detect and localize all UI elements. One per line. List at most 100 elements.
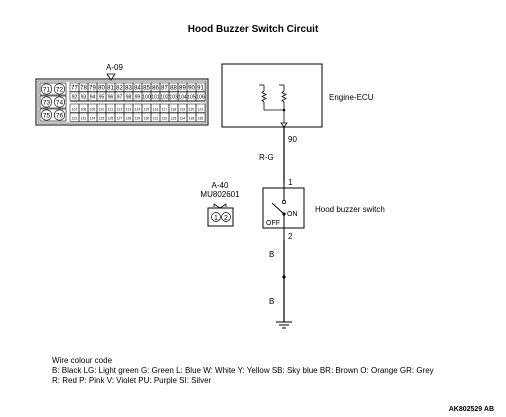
connector-a09-pin-label: 110 [99, 108, 105, 112]
connector-a09-pin-label: 90 [188, 86, 195, 92]
connector-a09-pin-label: 135 [189, 117, 195, 121]
connector-a09-pin-label: 128 [126, 117, 132, 121]
connector-a09-side-pin-label: 71 [43, 86, 51, 93]
connector-a40-part-number: MU802601 [200, 190, 240, 199]
connector-a09-housing [35, 78, 209, 126]
connector-a09-pin-label: 125 [99, 117, 105, 121]
switch-on-label: ON [287, 211, 298, 218]
connector-a09-pin-label: 98 [126, 95, 132, 101]
switch-blade [271, 202, 285, 215]
connector-a09-pin-label: 99 [135, 95, 141, 101]
connector-a09-pin-label: 83 [125, 86, 132, 92]
connector-a09-pin-label: 114 [135, 108, 141, 112]
connector-a09-side-block [39, 95, 67, 109]
wire-colour-legend-line-1: B: Black LG: Light green G: Green L: Blu… [52, 366, 434, 375]
engine-ecu: Engine-ECU 90 [221, 63, 374, 144]
connector-a09-pin-label: 100 [142, 95, 151, 101]
wire-b-label-1: B [269, 250, 274, 259]
connector-a09-pin-label: 82 [116, 86, 123, 92]
connector-a09-side-pin [53, 96, 65, 108]
connector-a09-pin-label: 133 [171, 117, 177, 121]
connector-a09-pin-cell [195, 82, 206, 92]
connector-a09-pin-label: 124 [90, 117, 96, 121]
connector-a09-pin-label: 121 [198, 108, 204, 112]
figure-code: AK802529 AB [449, 406, 494, 413]
ground-icon [276, 321, 292, 329]
connector-a09-side-pin-label: 76 [56, 112, 64, 119]
switch-contact-top [281, 199, 286, 204]
connector-a09-pin-label: 93 [81, 95, 87, 101]
connector-a09-pin-label: 105 [187, 95, 196, 101]
connector-a09-pin-label: 87 [161, 86, 168, 92]
connector-a09-pin-label: 130 [144, 117, 150, 121]
connector-a09-pin-label: 79 [89, 86, 96, 92]
connector-a09-side-pin-label: 74 [56, 99, 64, 106]
connector-a09-pin-label: 120 [189, 108, 195, 112]
connector-a09-pin-label: 136 [198, 117, 204, 121]
connector-a09-side-block [39, 82, 67, 96]
engine-ecu-label: Engine-ECU [329, 93, 374, 102]
connector-a09-pin-label: 118 [171, 108, 177, 112]
ecu-internal-circuit [259, 84, 287, 123]
engine-ecu-box [221, 63, 323, 128]
connector-a09-pin-label: 94 [90, 95, 96, 101]
connector-a09-side-pin-label: 72 [56, 86, 64, 93]
connector-a09-pin-label: 85 [143, 86, 150, 92]
connector-a09-label: A-09 [106, 63, 123, 72]
hood-buzzer-switch: 1 ON OFF 2 Hood buzzer switch [262, 178, 385, 241]
switch-pin-top: 1 [288, 178, 293, 187]
connector-a09-pin-label: 119 [180, 108, 186, 112]
connector-a40-housing [207, 207, 234, 227]
connector-a09-pin-label: 103 [169, 95, 178, 101]
wire-r-g-label: R-G [259, 153, 274, 162]
connector-a09-pin-label: 126 [108, 117, 114, 121]
connector-a40-pin-1 [211, 212, 221, 222]
connector-a09-pin-label: 129 [135, 117, 141, 121]
connector-a09-pin-label: 104 [178, 95, 187, 101]
switch-off-label: OFF [266, 220, 280, 227]
connector-a09-pin-label: 117 [162, 108, 168, 112]
connector-a09-pin-label: 134 [180, 117, 186, 121]
connector-a09-side-pin [53, 109, 65, 121]
connector-a09-side-pin [40, 109, 52, 121]
connector-a09-pin-label: 96 [108, 95, 114, 101]
connector-a09-pin-label: 131 [153, 117, 159, 121]
connector-a09-pin-label: 88 [170, 86, 177, 92]
connector-a09-pin-label: 108 [81, 108, 87, 112]
connector-a09-pin-cell [195, 91, 206, 101]
connector-a09-side-block [39, 108, 67, 122]
wire-colour-legend-heading: Wire colour code [52, 356, 113, 365]
ecu-terminal-arrow-icon [280, 122, 288, 128]
connector-a09-pin-label: 102 [160, 95, 169, 101]
connector-a09-pin-label: 115 [144, 108, 150, 112]
connector-a09-pin-cell [195, 112, 206, 122]
connector-a09-pin-label: 91 [197, 86, 204, 92]
wire-b-junction [282, 275, 286, 279]
connector-a09-pin-label: 132 [162, 117, 168, 121]
connector-a09-pin-label: 92 [72, 95, 78, 101]
connector-a09-pin-label: 101 [151, 95, 160, 101]
connector-a09-pin-label: 111 [108, 108, 113, 112]
connector-a09-pin-label: 80 [98, 86, 105, 92]
connector-a09-pin-label: 116 [153, 108, 159, 112]
connector-a09-pin-label: 95 [99, 95, 105, 101]
connector-a40-pin-1-label: 1 [214, 215, 218, 222]
connector-a09-pin-label: 81 [107, 86, 114, 92]
connector-a09-key-icon [106, 73, 116, 81]
wire-colour-legend-line-2: R: Red P: Pink V: Violet PU: Purple SI: … [52, 376, 212, 385]
connector-a09-inner [37, 80, 207, 124]
connector-a09-pin-label: 109 [90, 108, 96, 112]
connector-a40-key-icon [213, 203, 227, 209]
ecu-junction-dot [282, 108, 286, 112]
connector-a40: A-40 MU802601 1 2 [200, 181, 240, 227]
connector-a40-pin-2 [221, 212, 231, 222]
connector-a09-pin-label: 78 [80, 86, 87, 92]
connector-a09-pin-label: 123 [81, 117, 87, 121]
connector-a09-pin-label: 122 [72, 117, 78, 121]
connector-a09-pin-label: 86 [152, 86, 159, 92]
connector-a09-pin-label: 127 [117, 117, 123, 121]
connector-a09-pin-label: 106 [196, 95, 205, 101]
